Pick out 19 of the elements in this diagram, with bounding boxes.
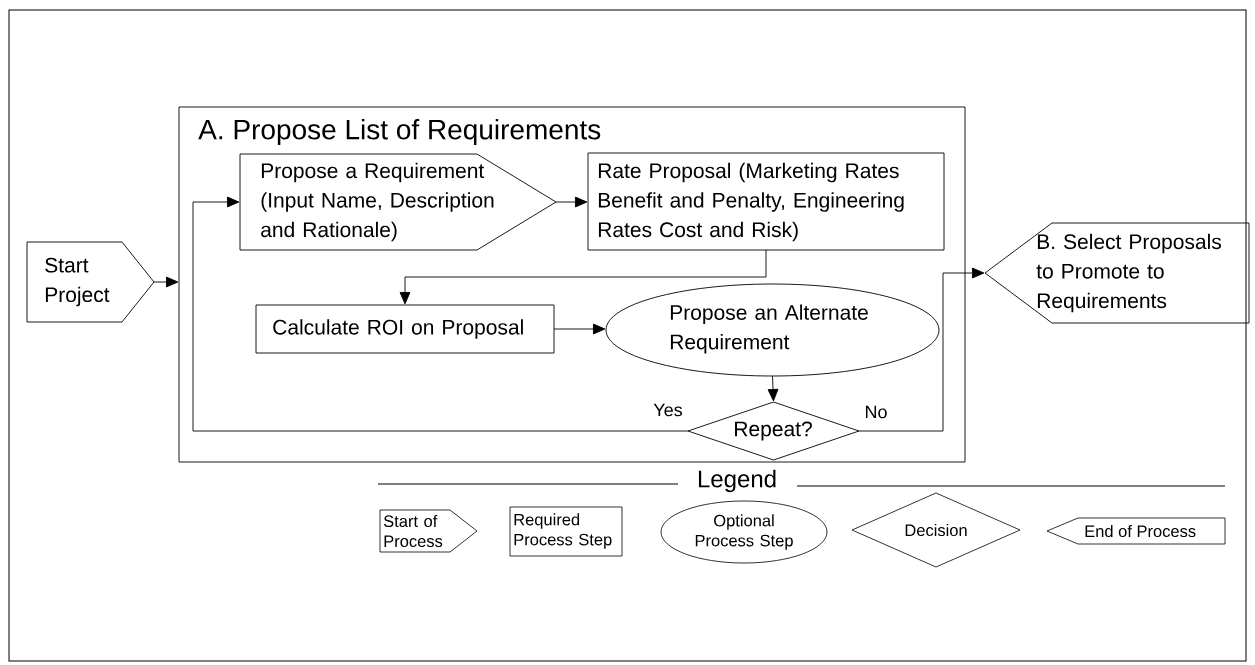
arrow — [858, 267, 985, 432]
edge-label: Yes — [652, 402, 684, 418]
arrow — [192, 196, 689, 432]
edge-label: No — [863, 404, 889, 420]
arrow — [767, 375, 779, 402]
start-pentagon: Start Project — [26, 241, 155, 323]
process-step-box: Rate Proposal (Marketing Rates Benefit and Penalty, Engineering Rates Cost and Risk) — [587, 152, 945, 251]
arrow — [399, 249, 767, 305]
legend-sample: Decision — [851, 492, 1021, 568]
legend-sample: Optional Process Step — [660, 500, 828, 564]
legend-sample: Required Process Step — [509, 506, 623, 557]
process-step-box: Calculate ROI on Proposal — [255, 304, 555, 354]
arrow — [153, 276, 179, 288]
legend-sample: End of Process — [1046, 517, 1226, 545]
legend-sample: Start of Process — [379, 509, 478, 553]
arrow — [553, 323, 606, 335]
end-pentagon: B. Select Proposals to Promote to Requirements — [984, 222, 1250, 324]
arrow — [555, 196, 588, 208]
process-step-box: Propose a Requirement (Input Name, Description and Rationale) — [239, 153, 557, 251]
